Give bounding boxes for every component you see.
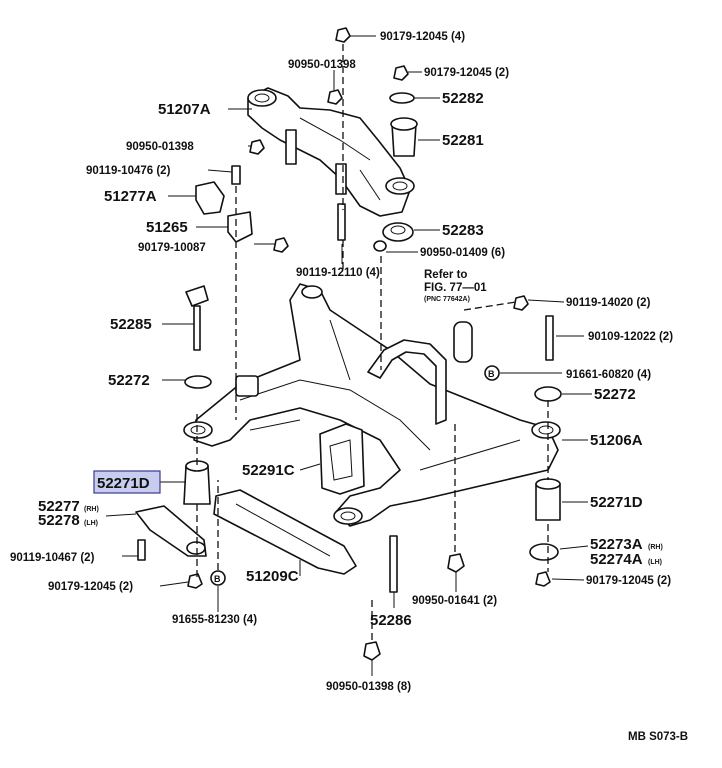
label-52272-left[interactable]: 52272 — [108, 372, 150, 389]
label-52274a[interactable]: 52274A — [590, 551, 643, 568]
plate-52291c[interactable] — [319, 423, 365, 495]
svg-text:B: B — [488, 369, 495, 379]
label-52273a[interactable]: 52273A — [590, 536, 643, 553]
label-90950-01398-8[interactable]: 90950-01398 (8) — [326, 681, 411, 693]
label-52286[interactable]: 52286 — [370, 612, 412, 629]
svg-text:B: B — [214, 574, 221, 584]
label-52271d-right[interactable]: 52271D — [590, 494, 643, 511]
label-52281[interactable]: 52281 — [442, 132, 484, 149]
label-52278-lh: (LH) — [84, 520, 98, 527]
marker-b-upper: B — [484, 365, 500, 381]
label-52277-rh: (RH) — [84, 506, 99, 513]
nut-icon[interactable] — [535, 571, 551, 587]
label-52285[interactable]: 52285 — [110, 316, 152, 333]
label-90950-01398-b[interactable]: 90950-01398 — [126, 141, 194, 153]
bolt-icon[interactable] — [231, 165, 241, 185]
washer-52283[interactable] — [382, 222, 414, 242]
nut-icon[interactable] — [447, 553, 465, 573]
bracket-52277[interactable] — [135, 505, 207, 557]
label-51206a[interactable]: 51206A — [590, 432, 643, 449]
suspension-member-51206a[interactable] — [183, 283, 561, 527]
nut-icon[interactable] — [393, 65, 409, 81]
label-90119-12110[interactable]: 90119-12110 (4) — [296, 267, 380, 279]
washer-52272-left[interactable] — [184, 375, 212, 389]
nut-icon[interactable] — [187, 573, 203, 589]
washer-52272-right[interactable] — [534, 386, 562, 402]
label-52274a-lh: (LH) — [648, 559, 662, 566]
bolt-52285[interactable] — [185, 285, 209, 351]
label-90950-01398[interactable]: 90950-01398 — [288, 59, 356, 71]
bushing-52281[interactable] — [390, 117, 418, 157]
label-90950-01409[interactable]: 90950-01409 (6) — [420, 247, 505, 259]
label-51209c[interactable]: 51209C — [246, 568, 299, 585]
label-90179-12045-4[interactable]: 90179-12045 (4) — [380, 31, 465, 43]
label-refer-pnc: (PNC 77642A) — [424, 296, 470, 303]
nut-icon[interactable] — [249, 139, 265, 155]
brace-51209c[interactable] — [213, 489, 357, 575]
label-refer-fig[interactable]: FIG. 77—01 — [424, 282, 487, 294]
washer-52273a[interactable] — [529, 543, 559, 561]
bolt-icon[interactable] — [137, 539, 146, 561]
bolt-icon[interactable] — [337, 203, 346, 241]
bracket-arch — [367, 339, 447, 425]
label-52272-right[interactable]: 52272 — [594, 386, 636, 403]
nut-icon[interactable] — [513, 295, 529, 311]
crossmember-51207a[interactable] — [247, 87, 415, 217]
label-90179-12045-2[interactable]: 90179-12045 (2) — [424, 67, 509, 79]
label-52277[interactable]: 52277 — [38, 498, 80, 515]
nut-icon[interactable] — [327, 89, 343, 105]
bracket-51265[interactable] — [227, 211, 253, 243]
label-52278[interactable]: 52278 — [38, 512, 80, 529]
bushing-77642a[interactable] — [453, 321, 473, 363]
label-90119-14020[interactable]: 90119-14020 (2) — [566, 297, 651, 309]
label-51207a[interactable]: 51207A — [158, 101, 211, 118]
label-52283[interactable]: 52283 — [442, 222, 484, 239]
center-line — [463, 301, 517, 311]
bushing-52271d-right[interactable] — [535, 478, 561, 521]
label-90950-01641[interactable]: 90950-01641 (2) — [412, 595, 497, 607]
bolt-52286[interactable] — [389, 535, 398, 593]
label-90119-10467[interactable]: 90119-10467 (2) — [10, 552, 95, 564]
label-51277a[interactable]: 51277A — [104, 188, 157, 205]
label-90179-10087[interactable]: 90179-10087 — [138, 242, 206, 254]
bushing-52271d-left[interactable] — [183, 460, 211, 505]
marker-b-lower: B — [210, 570, 226, 586]
label-52282[interactable]: 52282 — [442, 90, 484, 107]
label-90109-12022[interactable]: 90109-12022 (2) — [588, 331, 673, 343]
label-refer-to: Refer to — [424, 269, 467, 281]
nut-icon[interactable] — [335, 27, 351, 43]
label-91655-81230[interactable]: 91655-81230 (4) — [172, 614, 257, 626]
label-90179-12045-lower-left[interactable]: 90179-12045 (2) — [48, 581, 133, 593]
label-91661-60820[interactable]: 91661-60820 (4) — [566, 369, 651, 381]
label-52271d-highlighted[interactable]: 52271D — [97, 475, 150, 492]
nut-icon[interactable] — [373, 240, 387, 252]
bolt-icon[interactable] — [545, 315, 554, 361]
highlight-box — [93, 470, 161, 494]
washer-52282[interactable] — [389, 92, 415, 104]
label-52291c[interactable]: 52291C — [242, 462, 295, 479]
label-51265[interactable]: 51265 — [146, 219, 188, 236]
stopper-51277a[interactable] — [195, 181, 225, 215]
label-52273a-rh: (RH) — [648, 544, 663, 551]
nut-icon[interactable] — [363, 641, 381, 661]
nut-icon[interactable] — [273, 237, 289, 253]
label-90179-12045-lower-right[interactable]: 90179-12045 (2) — [586, 575, 671, 587]
label-90119-10476[interactable]: 90119-10476 (2) — [86, 165, 171, 177]
diagram-code: MB S073-B — [628, 731, 688, 743]
